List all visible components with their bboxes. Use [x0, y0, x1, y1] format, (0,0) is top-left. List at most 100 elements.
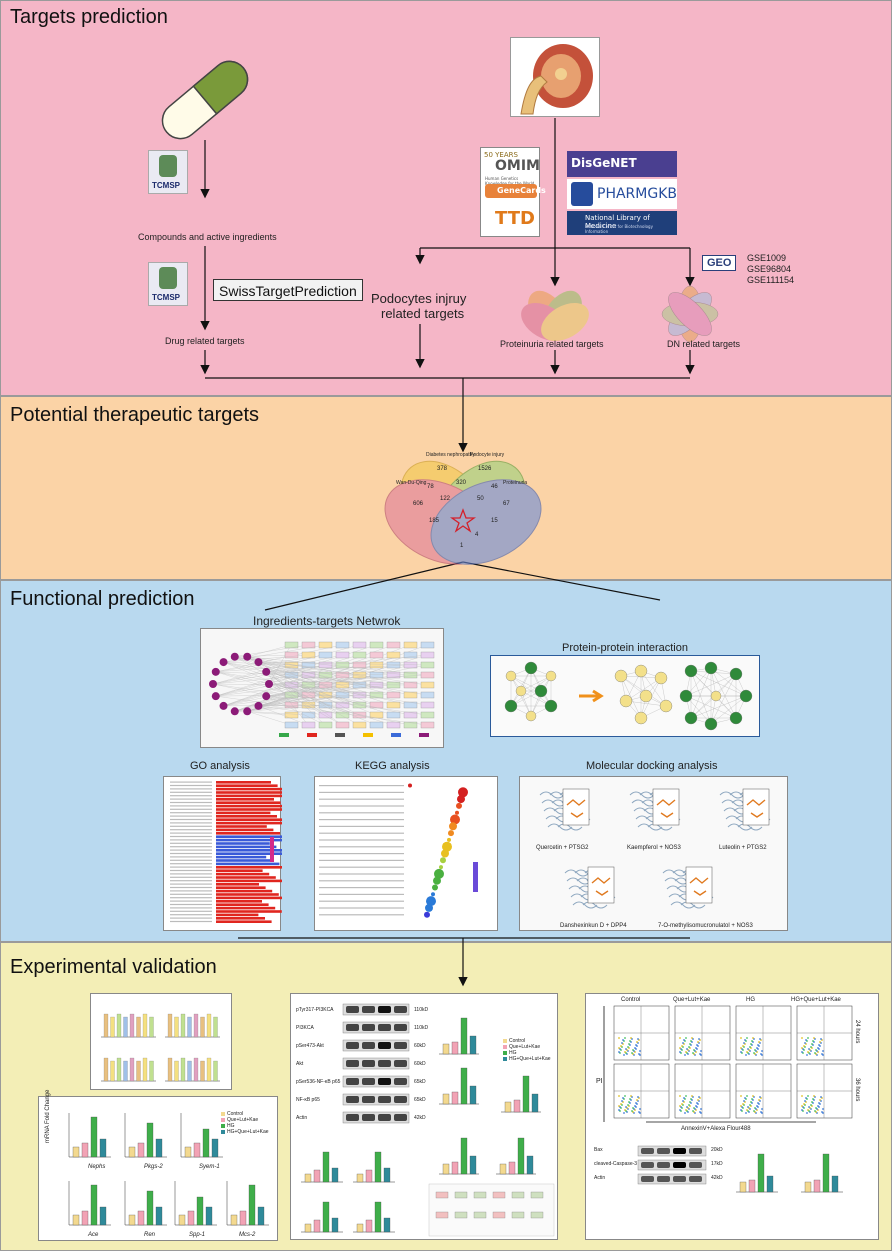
venn-label-wan-du-qing: Wan-Du-Qing	[396, 480, 427, 486]
go-term-label	[170, 846, 212, 848]
flow-blot-size-2: 17kD	[711, 1161, 723, 1167]
qpcr-bar	[374, 1201, 382, 1233]
network-target-node	[335, 651, 350, 659]
gene-1: Nephs	[88, 1164, 106, 1170]
flow-group-2: Que+Lut+Kae	[673, 997, 711, 1003]
flow-dot	[632, 1049, 634, 1051]
go-bar	[216, 896, 282, 900]
go-bar	[216, 879, 282, 883]
wb-band	[378, 1096, 391, 1103]
venn-n-78: 78	[427, 484, 434, 490]
wb-band	[378, 1024, 391, 1031]
flow-dot	[686, 1106, 688, 1108]
flow-dot	[630, 1037, 632, 1039]
mrna-bar	[239, 1210, 247, 1226]
mrna-bar	[99, 1138, 107, 1158]
flow-dot	[747, 1106, 749, 1108]
flow-dot	[690, 1040, 692, 1042]
kegg-bubble	[434, 868, 444, 879]
network-target-node	[352, 701, 367, 709]
go-bar	[216, 900, 262, 903]
nlm-logo-line2: National Center for Biotechnology Inform…	[585, 224, 653, 234]
flow-dot	[801, 1105, 803, 1107]
genecards-logo: GeneCards	[497, 186, 546, 195]
mrna-bar	[72, 1146, 80, 1158]
flow-dot	[810, 1104, 812, 1106]
qpcr-bar	[356, 1173, 364, 1183]
network-target-node	[386, 711, 401, 719]
legend-3: HG	[227, 1123, 235, 1129]
wb-legend-3: HG	[509, 1050, 517, 1056]
ligand-inset	[562, 788, 590, 826]
flow-dot	[634, 1105, 636, 1107]
network-legend-swatch	[419, 733, 429, 737]
network-target-node	[403, 681, 418, 689]
gene-4: Ace	[88, 1232, 99, 1238]
viability-bar	[187, 1060, 192, 1082]
flow-dot	[801, 1109, 803, 1111]
network-target-node	[318, 711, 333, 719]
gene-2: Pkgs-2	[144, 1164, 163, 1170]
flow-dot	[808, 1106, 810, 1108]
flow-dot	[804, 1042, 806, 1044]
wb-band	[346, 1078, 359, 1085]
flow-dot	[756, 1105, 758, 1107]
flow-dot	[751, 1098, 753, 1100]
flow-group-1: Control	[621, 997, 641, 1003]
omim-years: 50 YEARS	[484, 151, 518, 159]
flow-dot	[634, 1047, 636, 1049]
flow-dot	[746, 1037, 748, 1039]
go-title: GO analysis	[190, 760, 250, 772]
ligand-structure	[656, 799, 676, 818]
flow-cytometry-panel: Control Que+Lut+Kae HG HG+Que+Lut+Kae 24…	[585, 993, 879, 1240]
protein-ribbon	[582, 901, 608, 909]
flow-dot	[750, 1101, 752, 1103]
flow-dot	[751, 1040, 753, 1042]
ttd-logo: TTD	[495, 208, 535, 229]
flow-dot	[749, 1046, 751, 1048]
flow-dot	[632, 1107, 634, 1109]
flow-dot	[740, 1037, 742, 1039]
mrna-legend-swatch	[221, 1124, 225, 1128]
flow-blot-band	[657, 1176, 670, 1182]
flow-dot	[696, 1044, 698, 1046]
flow-dot	[699, 1111, 701, 1113]
wb-chart-bar	[451, 1161, 459, 1175]
tcmsp-logo-1: TCMSP	[148, 150, 188, 194]
qpcr-bar	[313, 1169, 321, 1183]
flow-dot	[747, 1048, 749, 1050]
viability-bar	[180, 1057, 186, 1082]
wb-chart-bar	[531, 1093, 539, 1113]
go-bar	[216, 781, 271, 784]
mrna-bar	[81, 1210, 89, 1226]
flow-dot	[685, 1095, 687, 1097]
go-term-label	[170, 890, 212, 892]
gene-5: Ren	[144, 1232, 156, 1238]
flow-dot	[625, 1106, 627, 1108]
ppi-node	[729, 667, 743, 681]
network-ingredient-node	[211, 692, 220, 701]
network-legend-swatch	[335, 733, 345, 737]
go-bar	[216, 801, 281, 804]
go-term-label	[170, 825, 212, 827]
qpcr-bar	[313, 1219, 321, 1233]
flow-dot	[740, 1095, 742, 1097]
go-term-label	[170, 801, 212, 804]
protein-ribbon	[721, 799, 747, 807]
flow-dot	[817, 1105, 819, 1107]
flow-dot	[743, 1100, 745, 1102]
mrna-bar	[248, 1184, 256, 1226]
network-target-node	[284, 721, 299, 729]
flow-dot	[811, 1043, 813, 1045]
ppi-network	[490, 655, 760, 737]
go-colorbar	[270, 837, 274, 862]
flow-dot	[700, 1108, 702, 1110]
flow-dot	[753, 1110, 755, 1112]
go-bar	[216, 835, 282, 838]
section-title-therapeutic: Potential therapeutic targets	[10, 404, 260, 426]
flow-dot	[682, 1042, 684, 1044]
wb-label-3: pSer473-Akt	[296, 1043, 324, 1049]
kegg-bubble	[433, 876, 441, 885]
venn-label-diabetes-nephropathy: Diabetes nephropathy	[426, 452, 475, 458]
gse-3: GSE111154	[747, 275, 795, 285]
